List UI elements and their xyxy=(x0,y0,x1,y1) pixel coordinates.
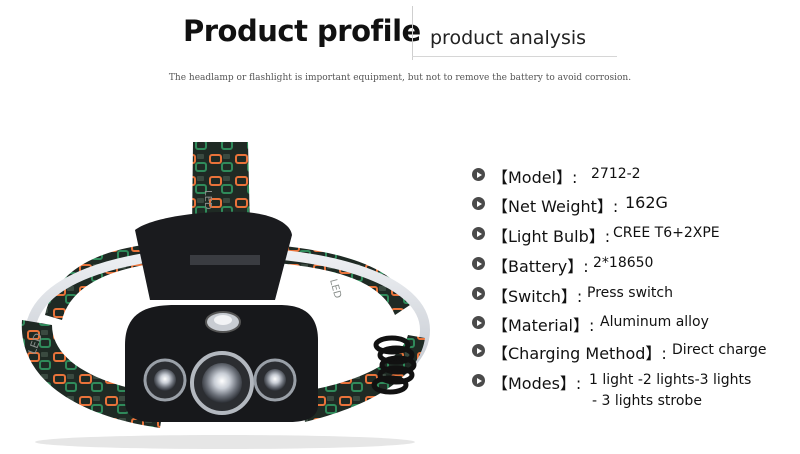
spec-label: 【Material】: xyxy=(492,316,595,335)
arrow-bullet-icon xyxy=(472,257,485,270)
band-text-top: LED xyxy=(202,190,213,210)
spec-value-line2: - 3 lights strobe xyxy=(592,393,702,409)
arrow-bullet-icon xyxy=(472,316,485,329)
spec-value: 2*18650 xyxy=(593,255,654,271)
spec-value: 2712-2 xyxy=(591,166,641,182)
lens-center-led xyxy=(202,363,242,403)
arrow-bullet-icon xyxy=(472,344,485,357)
spec-value: 162G xyxy=(625,193,668,212)
arrow-bullet-icon xyxy=(472,227,485,240)
header: Product profile product analysis xyxy=(0,0,800,70)
coil-cable xyxy=(371,335,417,395)
arrow-bullet-icon xyxy=(472,287,485,300)
lens-right-led xyxy=(264,369,286,391)
page-subtitle: product analysis xyxy=(430,27,587,49)
battery-note: The headlamp or flashlight is important … xyxy=(168,73,632,83)
spec-value: Press switch xyxy=(587,285,673,301)
headlamp-image: LED LED LED xyxy=(21,142,431,449)
spec-value: 1 light -2 lights-3 lights xyxy=(589,372,752,388)
spec-value: Aluminum alloy xyxy=(600,314,709,330)
spec-label: 【Model】: xyxy=(492,168,578,187)
arrow-bullet-icon xyxy=(472,168,485,181)
floor-shadow xyxy=(35,435,415,449)
band-text-side: LED xyxy=(327,278,343,300)
spec-value: CREE T6+2XPE xyxy=(613,225,720,241)
spec-label: 【Switch】: xyxy=(492,287,583,306)
spec-label: 【Charging Method】: xyxy=(492,344,667,363)
spec-label: 【Net Weight】: xyxy=(492,197,619,216)
spec-label: 【Modes】: xyxy=(492,374,582,393)
page-title: Product profile xyxy=(183,14,421,48)
mount-grille xyxy=(190,255,260,265)
spec-label: 【Light Bulb】: xyxy=(492,227,611,246)
spec-value: Direct charge xyxy=(672,342,767,358)
switch-highlight xyxy=(214,315,232,325)
lens-left-led xyxy=(154,369,176,391)
spec-label: 【Battery】: xyxy=(492,257,589,276)
arrow-bullet-icon xyxy=(472,197,485,210)
band-top-strap xyxy=(192,142,250,230)
title-rule xyxy=(412,56,617,57)
title-divider xyxy=(412,6,413,60)
arrow-bullet-icon xyxy=(472,374,485,387)
